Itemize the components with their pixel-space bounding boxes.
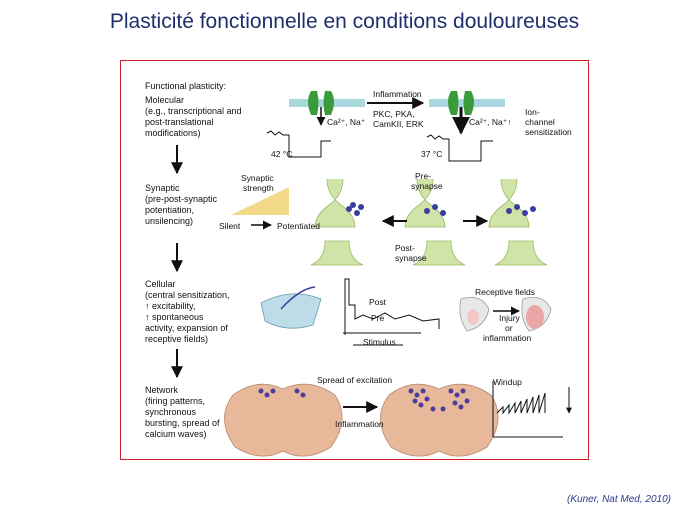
active-neurons-left [258,388,306,398]
synapse-silent [310,178,364,266]
injury-line: inflammation [483,333,532,343]
molecular-inflammation: Inflammation [373,89,422,99]
cellular-line: (central sensitization, [145,290,230,300]
receptive-field-icon [459,296,552,332]
synaptic-strength-line: Synaptic [241,173,274,183]
network-line: Network [145,385,179,395]
temp-left: 42 °C [271,149,293,159]
injury-line: or [505,323,513,333]
silent-label: Silent [219,221,241,231]
postsynapse-line: Post- [395,243,415,253]
potentiated-label: Potentiated [277,221,321,231]
windup-label: Windup [493,377,522,387]
synapse-potentiated [488,178,548,266]
current-trace-right [426,134,493,162]
molecular-kinases-1: PKC, PKA, [373,109,415,119]
molecular-line: Functional plasticity: [145,81,227,91]
label-synaptic: Synaptic (pre-post-synaptic potentiation… [145,183,217,227]
ions-right: Ca²⁺, Na⁺↑ [469,117,512,127]
label-cellular: Cellular (central sensitization, ↑ excit… [145,279,230,345]
pre-label: Pre [371,313,385,323]
cellular-line: ↑ excitability, [145,301,196,311]
cellular-line: receptive fields) [145,334,209,344]
ion-channel-line: channel [525,117,555,127]
cellular-line: ↑ spontaneous [145,312,204,322]
ions-left: Ca²⁺, Na⁺ [327,117,366,127]
figure-graphics [171,91,572,457]
synapse-baseline [404,178,466,266]
cellular-line: Cellular [145,279,176,289]
firing-trace [344,278,440,335]
post-label: Post [369,297,387,307]
synaptic-line: unsilencing) [145,216,194,226]
temp-right: 37 °C [421,149,443,159]
cellular-line: activity, expansion of [145,323,228,333]
ion-channel-icon [308,91,334,126]
receptive-fields-label: Receptive fields [475,287,536,297]
strength-wedge [231,187,289,215]
spinal-cord-right [380,383,499,457]
network-line: calcium waves) [145,429,207,439]
network-line: (firing patterns, [145,396,206,406]
presynapse-line: Pre- [415,171,432,181]
synaptic-line: potentiation, [145,205,195,215]
injury-line: Injury [499,313,520,323]
molecular-line: Molecular [145,95,185,105]
presynapse-line: synapse [411,181,443,191]
spinal-cord-left [224,383,343,457]
label-molecular: Functional plasticity: Molecular (e.g., … [145,81,242,139]
spread-label: Spread of excitation [317,375,393,385]
citation: (Kuner, Nat Med, 2010) [567,494,671,505]
figure-frame: Functional plasticity: Molecular (e.g., … [120,60,589,460]
molecular-line: (e.g., transcriptional and [145,106,242,116]
ion-channel-icon [448,91,474,135]
stimulus-label: Stimulus [363,337,396,347]
molecular-panel [266,91,505,162]
postsynapse-line: synapse [395,253,427,263]
network-panel [224,381,572,457]
molecular-line: modifications) [145,128,201,138]
cellular-panel [260,278,552,346]
label-network: Network (firing patterns, synchronous bu… [145,385,220,440]
current-trace-left [266,130,331,158]
ion-channel-line: Ion- [525,107,540,117]
ion-channel-line: sensitization [525,127,572,137]
skin-neuron-icon [260,293,322,329]
molecular-kinases-2: CamKII, ERK [373,119,424,129]
network-line: bursting, spread of [145,418,220,428]
synaptic-line: (pre-post-synaptic [145,194,218,204]
slide-title: Plasticité fonctionnelle en conditions d… [109,10,580,33]
synaptic-panel [231,178,548,266]
network-line: synchronous [145,407,197,417]
synaptic-line: Synaptic [145,183,180,193]
network-inflammation-label: Inflammation [335,419,384,429]
synaptic-strength-line: strength [243,183,274,193]
active-neurons-right [408,388,470,412]
molecular-line: post-translational [145,117,214,127]
windup-plot [492,381,572,438]
